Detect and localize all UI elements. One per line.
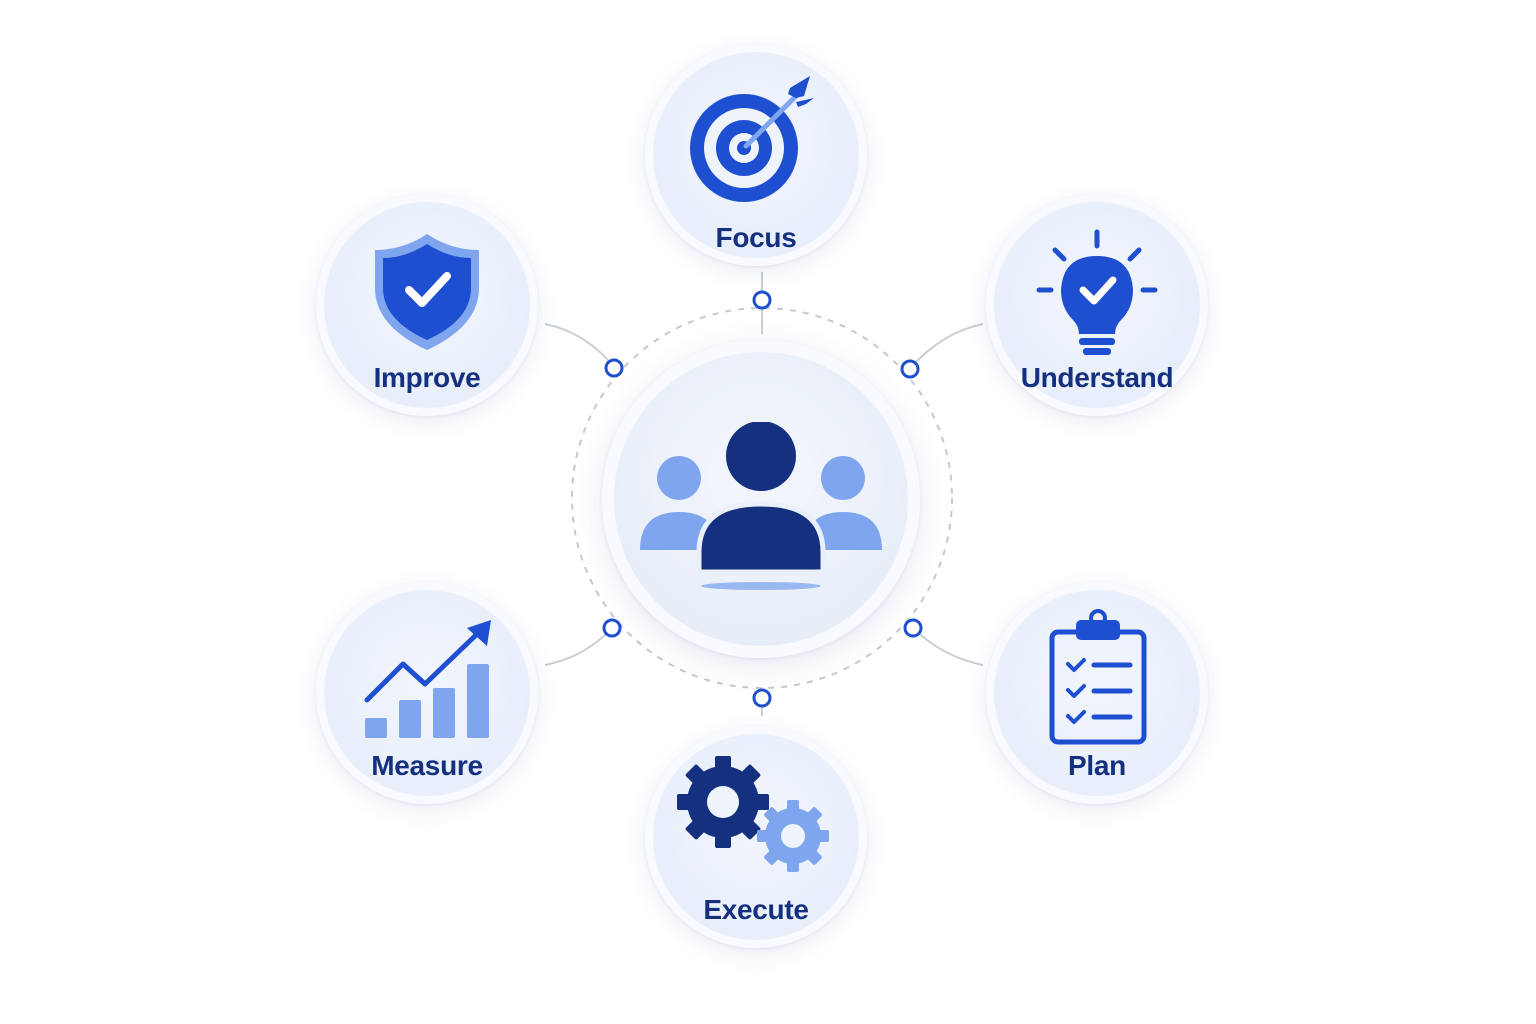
anchor-dot-understand [900,359,920,379]
anchor-dot-improve [604,358,624,378]
anchor-dot-execute [752,688,772,708]
gears-icon [677,756,829,872]
node-execute: Execute [645,726,867,948]
node-focus: Focus [645,44,867,266]
lightbulb-check-icon [1036,229,1158,355]
anchor-dot-measure [602,618,622,638]
node-label-understand: Understand [1020,362,1174,393]
center-hub [602,340,920,658]
dashed-ring [571,307,953,689]
target-arrow-icon [690,76,814,202]
connector-improve [544,323,615,368]
connector-measure [544,627,613,666]
node-measure: Measure [316,582,538,804]
team-people-icon [640,422,882,590]
node-label-focus: Focus [715,222,797,253]
growth-chart-icon [364,620,491,738]
connector-plan [912,627,984,666]
node-improve: Improve [316,194,538,416]
clipboard-checklist-icon [1049,609,1147,745]
node-understand: Understand [986,194,1208,416]
anchor-dot-plan [903,618,923,638]
node-plan: Plan [986,582,1208,804]
anchor-dot-focus [752,290,772,310]
node-label-plan: Plan [1068,750,1126,781]
node-label-improve: Improve [373,362,481,393]
connector-understand [909,323,984,369]
shield-check-icon [375,234,479,350]
node-label-measure: Measure [371,750,483,781]
node-label-execute: Execute [703,894,809,925]
